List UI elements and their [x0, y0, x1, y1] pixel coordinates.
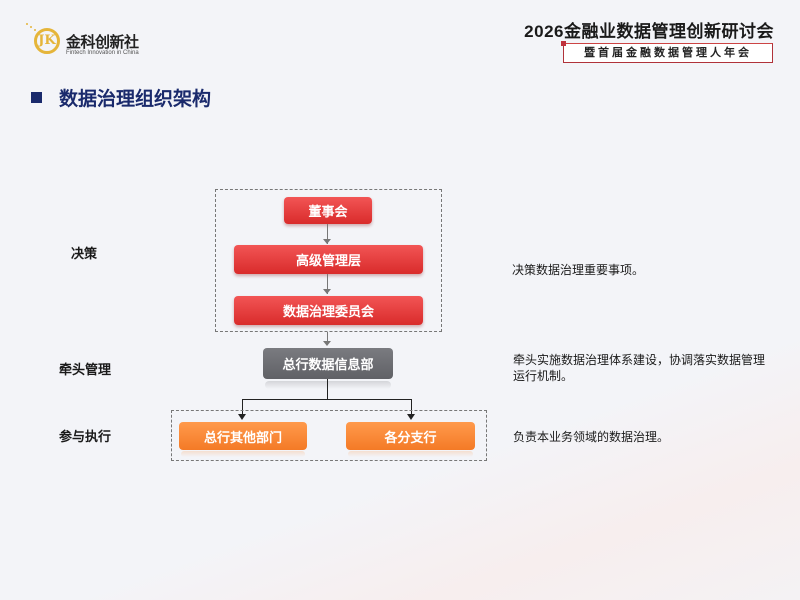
decision-group-box — [215, 189, 442, 332]
arrow-down-icon — [323, 239, 331, 244]
node-reflection — [348, 451, 473, 457]
node-data-information-dept[interactable]: 总行数据信息部 — [263, 348, 393, 379]
corner-accent-icon — [561, 41, 566, 46]
connector-line — [327, 224, 328, 244]
execution-group-box — [171, 410, 487, 461]
sparkle-dots-icon — [26, 23, 36, 31]
square-bullet-icon — [31, 92, 42, 103]
arrow-down-icon — [323, 341, 331, 346]
connector-line — [327, 274, 328, 294]
conference-subtitle: 暨首届金融数据管理人年会 — [584, 47, 752, 59]
section-heading: 数据治理组织架构 — [31, 84, 211, 111]
node-data-governance-committee[interactable]: 数据治理委员会 — [234, 296, 423, 325]
node-reflection — [265, 381, 391, 389]
node-board[interactable]: 董事会 — [284, 197, 372, 224]
node-branches[interactable]: 各分支行 — [346, 422, 475, 450]
description-lead: 牵头实施数据治理体系建设，协调落实数据管理运行机制。 — [513, 353, 766, 383]
arrow-down-icon — [323, 289, 331, 294]
connector-line — [327, 379, 328, 400]
conference-title: 2026金融业数据管理创新研讨会 — [524, 22, 774, 41]
page-title: 数据治理组织架构 — [59, 89, 212, 110]
description-execute: 负责本业务领域的数据治理。 — [513, 430, 670, 444]
level-label-decision: 决策 — [71, 246, 98, 261]
jk-circle-logo-icon: JK — [34, 28, 60, 54]
node-reflection — [181, 451, 305, 457]
level-label-execute: 参与执行 — [59, 429, 112, 444]
connector-line — [411, 399, 412, 416]
connector-line — [242, 399, 412, 400]
logo-subtitle: Fintech Innovation in China — [66, 50, 139, 56]
node-senior-management[interactable]: 高级管理层 — [234, 245, 423, 274]
connector-line — [242, 399, 243, 416]
logo: JK 金科创新社 Fintech Innovation in China — [24, 22, 184, 64]
conference-subtitle-box: 暨首届金融数据管理人年会 — [561, 41, 773, 63]
arrow-down-icon — [407, 414, 415, 420]
connector-line — [327, 332, 328, 344]
arrow-down-icon — [238, 414, 246, 420]
logo-name: 金科创新社 — [66, 34, 139, 51]
node-other-hq-depts[interactable]: 总行其他部门 — [179, 422, 307, 450]
description-decision: 决策数据治理重要事项。 — [512, 263, 645, 277]
level-label-lead: 牵头管理 — [59, 362, 112, 377]
